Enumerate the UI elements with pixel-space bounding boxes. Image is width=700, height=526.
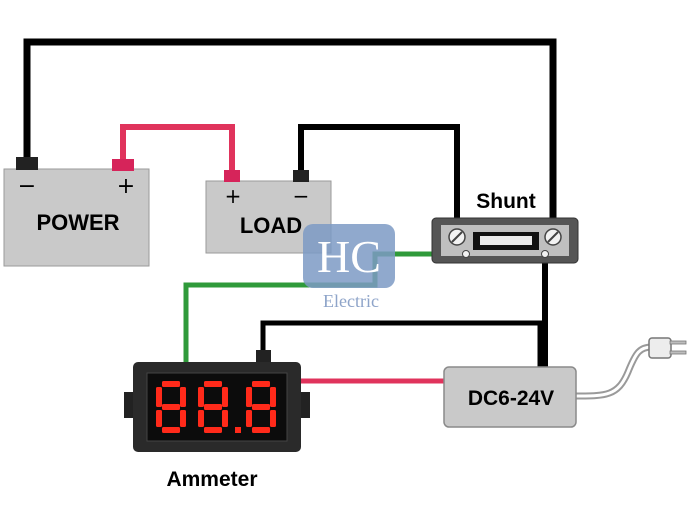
- display-segment: [204, 381, 222, 387]
- watermark-logo: [303, 224, 395, 288]
- load-label: LOAD: [240, 213, 302, 238]
- display-segment: [180, 410, 186, 427]
- display-segment: [162, 404, 180, 410]
- ammeter-terminal: [256, 350, 271, 362]
- wire-load-negative-to-shunt: [298, 124, 460, 234]
- shunt-sense-screw-right: [541, 250, 549, 258]
- power-label: POWER: [36, 210, 119, 235]
- ammeter-right-tab: [300, 392, 310, 418]
- power-plus-sign: +: [117, 174, 135, 199]
- ammeter-label: Ammeter: [166, 468, 257, 491]
- display-segment: [270, 387, 276, 407]
- ammeter: Ammeter: [124, 350, 310, 491]
- display-segment: [204, 427, 222, 433]
- power-negative-terminal: [16, 157, 38, 170]
- display-segment: [246, 387, 252, 407]
- wire-ammeter-to-supply: [260, 320, 543, 368]
- display-segment: [252, 404, 270, 410]
- display-segment: [270, 410, 276, 427]
- shunt-right-screw-icon: [544, 228, 562, 246]
- shunt: Shunt: [431, 190, 579, 264]
- display-segment: [198, 410, 204, 427]
- ammeter-left-tab: [124, 392, 134, 418]
- watermark: HC Electric: [303, 224, 395, 311]
- watermark-logo-text: HC: [317, 231, 381, 282]
- power-positive-terminal: [112, 159, 134, 171]
- display-decimal-point: [235, 427, 241, 433]
- power-minus-sign: −: [18, 174, 36, 199]
- watermark-caption: Electric: [323, 291, 379, 311]
- display-segment: [222, 387, 228, 407]
- shunt-sense-screw-left: [462, 250, 470, 258]
- load-minus-sign: −: [293, 184, 310, 208]
- load-negative-terminal: [293, 170, 309, 182]
- seven-segment-display-icon: [156, 381, 276, 433]
- display-segment: [222, 410, 228, 427]
- wire-power-negative-to-shunt: [23, 38, 557, 236]
- display-segment: [198, 387, 204, 407]
- shunt-left-screw-icon: [448, 228, 466, 246]
- wire-power-positive-to-load-positive: [120, 124, 235, 170]
- display-segment: [156, 387, 162, 407]
- display-segment: [252, 427, 270, 433]
- load-positive-terminal: [224, 170, 240, 182]
- shunt-label: Shunt: [476, 190, 535, 213]
- dc-supply: DC6-24V: [443, 366, 577, 428]
- display-segment: [162, 381, 180, 387]
- display-segment: [162, 427, 180, 433]
- display-segment: [252, 381, 270, 387]
- display-segment: [180, 387, 186, 407]
- supply-label: DC6-24V: [468, 387, 554, 410]
- display-segment: [246, 410, 252, 427]
- mains-cable: [575, 343, 653, 400]
- load-plus-sign: +: [225, 184, 242, 208]
- display-segment: [156, 410, 162, 427]
- plug-icon: [648, 337, 687, 359]
- power-source: − + POWER: [3, 157, 150, 267]
- display-segment: [204, 404, 222, 410]
